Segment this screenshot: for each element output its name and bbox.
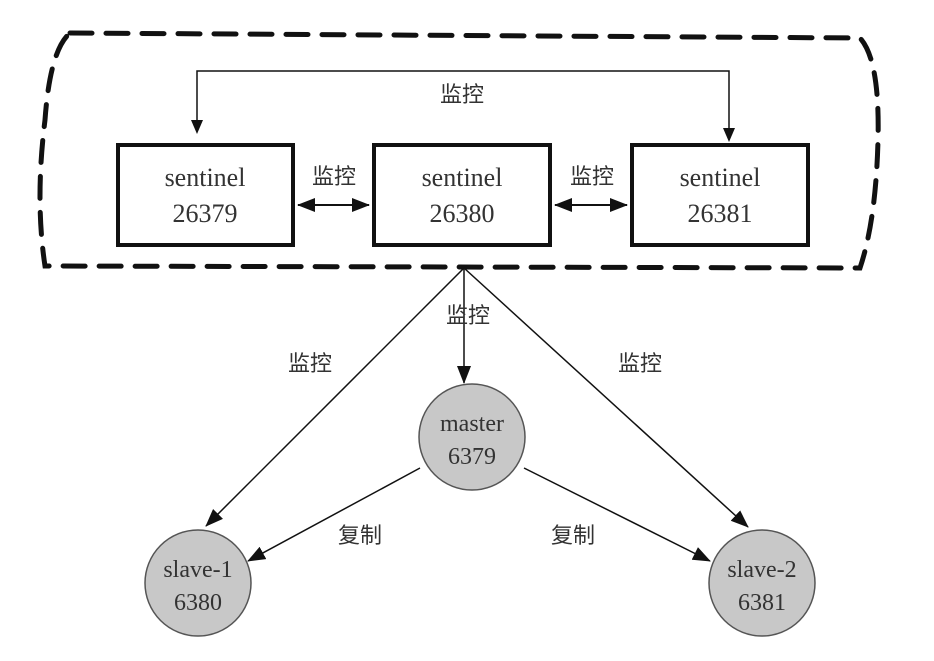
slave-node-2: slave-2 6381 [708, 529, 816, 637]
master-name: master [440, 411, 504, 437]
top-monitor-line [196, 70, 730, 140]
sentinel-2-name: sentinel [422, 163, 503, 192]
replicate-arrow-to-slave-2 [523, 467, 711, 562]
master-node: master 6379 [418, 383, 526, 491]
monitor-arrow-to-slave-1 [205, 267, 465, 527]
sentinel-group-boundary [37, 30, 881, 271]
sentinel-box-1: sentinel 26379 [116, 143, 295, 247]
label-monitor-top: 监控 [440, 83, 484, 108]
sentinel-3-name: sentinel [680, 163, 761, 192]
label-monitor-slave-1: 监控 [288, 352, 332, 377]
sentinel-3-port: 26381 [688, 199, 753, 228]
sentinel-1-name: sentinel [165, 163, 246, 192]
sentinel-2-port: 26380 [430, 199, 495, 228]
slave-2-name: slave-2 [727, 557, 796, 583]
label-monitor-master: 监控 [446, 304, 490, 329]
slave-1-port: 6380 [174, 590, 222, 616]
slave-2-port: 6381 [738, 590, 786, 616]
arrow-head-right [723, 128, 735, 142]
slave-1-name: slave-1 [163, 557, 232, 583]
label-replicate-slave-1: 复制 [338, 524, 382, 549]
sentinel-1-port: 26379 [173, 199, 238, 228]
label-monitor-1-2: 监控 [312, 165, 356, 190]
master-port: 6379 [448, 444, 496, 470]
sentinel-box-3: sentinel 26381 [630, 143, 810, 247]
label-monitor-2-3: 监控 [570, 165, 614, 190]
label-replicate-slave-2: 复制 [551, 524, 595, 549]
replicate-arrow-to-slave-1 [247, 467, 421, 562]
sentinel-box-2: sentinel 26380 [372, 143, 552, 247]
arrow-head-left [191, 120, 203, 134]
slave-node-1: slave-1 6380 [144, 529, 252, 637]
label-monitor-slave-2: 监控 [618, 352, 662, 377]
monitor-arrow-to-slave-2 [463, 267, 749, 528]
